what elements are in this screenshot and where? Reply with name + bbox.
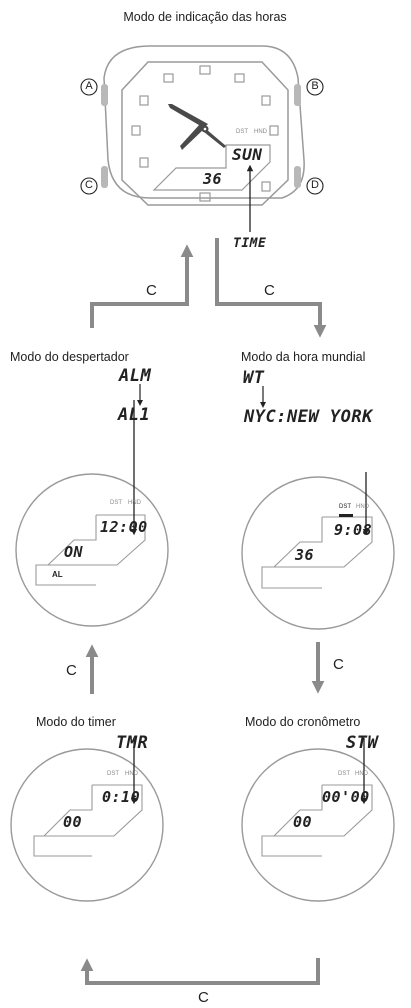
world-lcd-top: 9:08 <box>334 521 373 539</box>
stopwatch-mode-label: Modo do cronômetro <box>245 715 361 729</box>
watch-case <box>103 45 305 199</box>
world-dst-indicator: DST <box>339 504 351 510</box>
button-d-label: D <box>311 179 319 191</box>
timer-watch <box>10 738 164 902</box>
stopwatch-hnd-indicator: HND <box>355 771 368 777</box>
alarm-sub-indicator: AL <box>52 570 63 579</box>
button-c-label: C <box>85 179 93 191</box>
alarm-code-secondary: AL1 <box>118 405 151 425</box>
timer-lcd-top: 0:10 <box>102 788 141 806</box>
time-callout-label: TIME <box>233 236 267 251</box>
alarm-watch <box>15 400 169 627</box>
timer-dst-indicator: DST <box>107 771 119 777</box>
main-hnd-indicator: HND <box>254 129 267 135</box>
hour-markers <box>131 65 279 202</box>
flow-arrow-bottom-loop <box>80 958 320 985</box>
main-dst-indicator: DST <box>236 129 248 135</box>
world-watch <box>241 472 395 630</box>
timer-hnd-indicator: HND <box>125 771 138 777</box>
timer-code: TMR <box>116 733 149 753</box>
transition-label-to-world: C <box>264 282 275 299</box>
alarm-lcd-top: 12:00 <box>100 518 148 536</box>
flow-arrow-to-world <box>215 238 327 338</box>
main-watch <box>101 45 305 206</box>
flow-arrow-to-alarm <box>90 244 194 328</box>
world-code-secondary: NYC:NEW YORK <box>244 407 373 427</box>
alarm-dst-indicator: DST <box>110 500 122 506</box>
alarm-lcd-bottom: ON <box>64 543 84 561</box>
button-b-label: B <box>311 80 319 92</box>
main-lcd-top: SUN <box>232 145 263 164</box>
transition-label-world-to-stopwatch: C <box>333 656 344 673</box>
world-code-primary: WT <box>243 368 265 388</box>
button-circles <box>80 78 324 195</box>
world-hnd-indicator: HND <box>356 504 369 510</box>
main-lcd-bottom: 36 <box>203 170 223 188</box>
case-side-buttons <box>101 84 301 188</box>
stopwatch-dst-indicator: DST <box>338 771 350 777</box>
lcd-window <box>152 144 271 191</box>
world-mode-label: Modo da hora mundial <box>241 350 366 364</box>
world-lcd-bottom: 36 <box>295 546 315 564</box>
alarm-hnd-indicator: HND <box>128 500 141 506</box>
watch-hands <box>168 104 226 150</box>
dial-octagon <box>121 61 289 206</box>
stopwatch-lcd-bottom: 00 <box>293 813 313 831</box>
timer-mode-label: Modo do timer <box>36 715 116 729</box>
transition-label-timer-to-alarm: C <box>66 662 77 679</box>
transition-label-to-alarm: C <box>146 282 157 299</box>
stopwatch-lcd-top: 00'00 <box>322 788 370 806</box>
alarm-mode-label: Modo do despertador <box>10 350 129 364</box>
diagram-title: Modo de indicação das horas <box>123 10 287 24</box>
alarm-code-primary: ALM <box>119 366 152 386</box>
stopwatch-code: STW <box>346 733 379 753</box>
stopwatch-watch <box>241 738 395 902</box>
button-a-label: A <box>85 80 93 92</box>
timer-lcd-bottom: 00 <box>63 813 83 831</box>
transition-label-bottom-loop: C <box>198 989 209 1006</box>
